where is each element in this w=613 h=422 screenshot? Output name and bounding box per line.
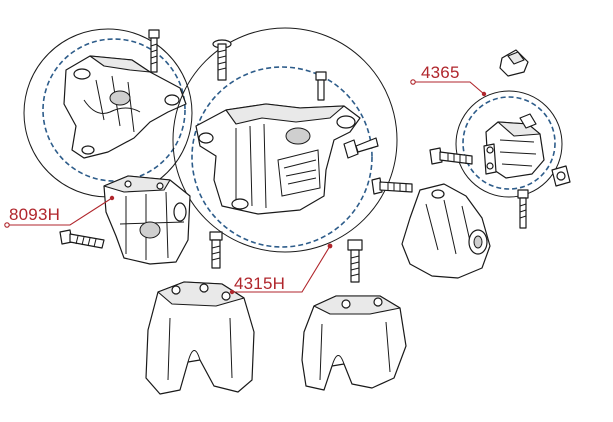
bolt-right-lower bbox=[347, 239, 363, 283]
bolt-center-right bbox=[343, 137, 379, 159]
bolt-top-center bbox=[212, 39, 232, 81]
leader-8093h bbox=[4, 195, 115, 228]
upper-mount-detail bbox=[23, 28, 193, 198]
callout-4315h: 4315H bbox=[234, 274, 286, 293]
mount-cushion-assembly bbox=[103, 175, 191, 265]
bolt-left bbox=[59, 229, 105, 249]
lower-bracket-right bbox=[301, 295, 407, 391]
rear-mount-body bbox=[401, 183, 491, 279]
main-mount-detail bbox=[172, 27, 398, 253]
bolt-top-right bbox=[315, 71, 327, 101]
leader-4315h bbox=[229, 243, 333, 295]
callout-4365: 4365 bbox=[421, 63, 460, 82]
nut-clip bbox=[499, 49, 529, 77]
main-mount-bracket bbox=[195, 103, 361, 215]
detail-outer-ring bbox=[172, 27, 398, 253]
leader-4365 bbox=[410, 79, 487, 97]
callout-8093h: 8093H bbox=[9, 205, 61, 224]
bolt-top-left bbox=[148, 29, 160, 73]
nut-side bbox=[551, 165, 571, 187]
side-mount-detail bbox=[455, 90, 563, 198]
lower-bracket-left bbox=[145, 281, 255, 395]
detail-dashed-ring bbox=[462, 96, 556, 190]
bolt-center-lower bbox=[209, 231, 223, 269]
bolt-side-vertical bbox=[517, 189, 529, 229]
upper-mount-bracket bbox=[63, 55, 187, 159]
bolt-mid-right bbox=[371, 177, 413, 195]
detail-dashed-ring bbox=[42, 38, 186, 182]
detail-dashed-ring bbox=[191, 66, 373, 248]
bolt-side-mount bbox=[429, 147, 473, 165]
side-mount-bracket bbox=[483, 113, 545, 179]
detail-outer-ring bbox=[455, 90, 563, 198]
